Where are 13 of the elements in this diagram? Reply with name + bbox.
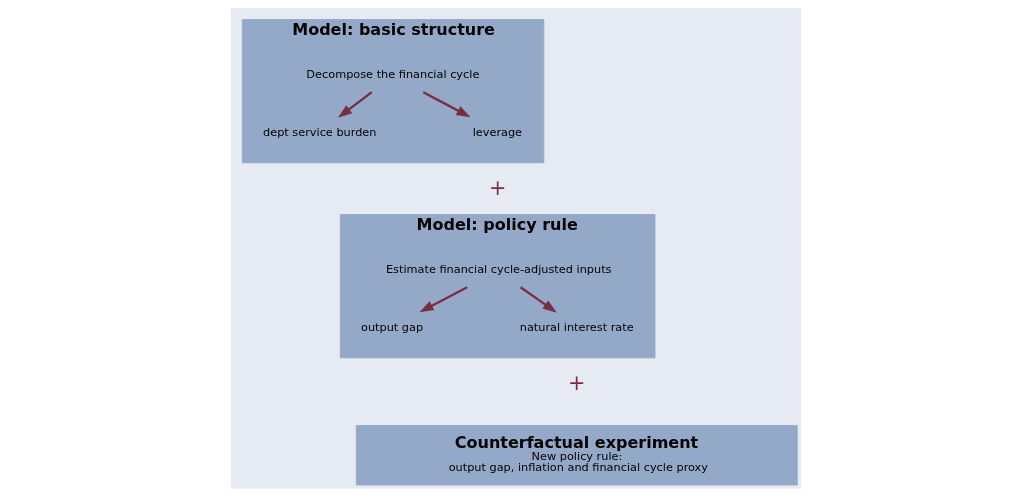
node-text: output gap — [360, 320, 423, 334]
node-text: leverage — [472, 125, 522, 139]
node-text: natural interest rate — [519, 320, 634, 334]
arrow — [422, 91, 471, 118]
arrow — [519, 286, 557, 313]
node-text: Decompose the financial cycle — [305, 68, 479, 82]
arrow — [337, 91, 372, 118]
arrow — [418, 286, 468, 313]
node-text: Estimate financial cycle-adjusted inputs — [385, 263, 611, 277]
label: + — [567, 371, 585, 396]
node-box: Counterfactual experiment New policy rule: output gap, inflation and financial cycle proxy — [355, 425, 798, 486]
node-text: dept service burden — [262, 125, 376, 139]
label: + — [488, 176, 506, 201]
